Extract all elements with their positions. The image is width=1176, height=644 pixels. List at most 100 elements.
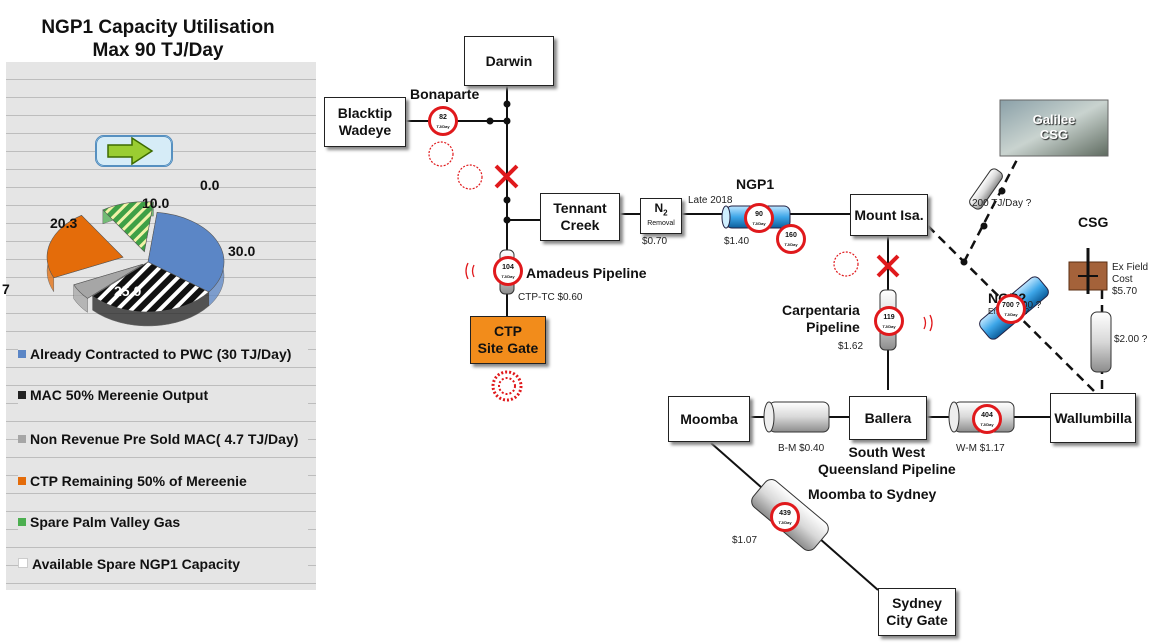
closed-x-icon xyxy=(494,164,519,189)
pie-slice-0 xyxy=(147,212,225,293)
label-n2-cost: $0.70 xyxy=(642,236,668,247)
label-wm-cost: W-M $1.17 xyxy=(956,443,1005,454)
csg-well-icon xyxy=(1068,248,1108,294)
galilee-dashed-line xyxy=(962,149,1024,263)
label-msp-cost: $1.07 xyxy=(732,535,758,546)
legend-swatch xyxy=(18,435,26,443)
capacity-unit: TJ/Day xyxy=(882,324,896,329)
legend-swatch xyxy=(18,518,26,526)
legend-swatch xyxy=(18,350,26,358)
legend-swatch xyxy=(18,558,28,568)
legend-label: Non Revenue Pre Sold MAC( 4.7 TJ/Day) xyxy=(30,431,299,447)
pie-data-label-5: 0.0 xyxy=(200,177,220,193)
label-ngp1: NGP1 xyxy=(736,176,775,192)
label-bm-cost: B-M $0.40 xyxy=(778,443,825,454)
node-mount-isa[interactable]: Mount Isa. xyxy=(850,194,928,236)
pie-data-label-0: 30.0 xyxy=(228,243,255,259)
node-blacktip-wadeye[interactable]: Blacktip Wadeye xyxy=(324,97,406,147)
panel-title-line1: NGP1 Capacity Utilisation xyxy=(41,17,275,38)
capacity-unit: TJ/Day xyxy=(501,274,515,279)
capacity-swqp-value: 404 xyxy=(981,412,993,419)
legend-item: Available Spare NGP1 Capacity xyxy=(18,556,308,573)
pie-slice-1 xyxy=(91,261,210,313)
capacity-unit: TJ/Day xyxy=(980,422,994,427)
legend-swatch xyxy=(18,477,26,485)
stamp-icons xyxy=(428,141,859,402)
node-tennant-creek[interactable]: Tennant Creek xyxy=(540,193,620,241)
pie-slice-2 xyxy=(73,263,144,299)
capacity-pie-chart: 30.0 25.0 7 20.3 10.0 0.0 xyxy=(2,135,255,327)
label-moomba-to-sydney: Moomba to Sydney xyxy=(808,486,937,502)
node-moomba[interactable]: Moomba xyxy=(668,396,750,442)
ngp2-dashed-line xyxy=(927,225,1099,396)
capacity-unit: TJ/Day xyxy=(784,242,798,247)
pie-slice-4 xyxy=(102,201,154,253)
legend-label: Spare Palm Valley Gas xyxy=(30,514,181,530)
n2-removal-label: Removal xyxy=(647,220,675,228)
pie-slice-3 xyxy=(46,214,124,279)
galilee-image xyxy=(999,99,1109,157)
legend-label: Available Spare NGP1 Capacity xyxy=(32,556,241,572)
node-ctp-site-gate[interactable]: CTP Site Gate xyxy=(470,316,546,364)
next-arrow-icon[interactable] xyxy=(95,135,173,167)
label-amadeus-pipeline: Amadeus Pipeline xyxy=(526,265,647,281)
pie-data-label-1: 25.0 xyxy=(114,283,141,299)
node-n2-removal[interactable]: N2 Removal xyxy=(640,198,682,234)
legend-swatch xyxy=(18,391,26,399)
pipe-bm xyxy=(763,401,830,433)
label-ctp-tc: CTP-TC $0.60 xyxy=(518,292,583,303)
capacity-unit: TJ/Day xyxy=(436,124,450,129)
legend-item: Already Contracted to PWC (30 TJ/Day) xyxy=(18,346,308,363)
label-bonaparte: Bonaparte xyxy=(410,86,480,102)
capacity-unit: TJ/Day xyxy=(778,520,792,525)
legend-label: CTP Remaining 50% of Mereenie xyxy=(30,473,247,489)
pie-data-label-3: 20.3 xyxy=(50,215,77,231)
node-ballera[interactable]: Ballera xyxy=(849,396,927,440)
legend-item: MAC 50% Mereenie Output xyxy=(18,387,308,404)
capacity-carpentaria-value: 119 xyxy=(883,314,895,321)
node-galilee-csg[interactable]: Galilee CSG xyxy=(1032,112,1076,142)
label-carpentaria-pipeline: Carpentaria Pipeline xyxy=(782,302,860,335)
capacity-ngp1-a-value: 90 xyxy=(755,211,763,218)
pipe-galilee xyxy=(969,168,1003,210)
pipeline-network-diagram: Darwin Blacktip Wadeye Tennant Creek N2 … xyxy=(316,0,1176,644)
label-ngp1-cost: $1.40 xyxy=(724,236,750,247)
capacity-panel: NGP1 Capacity Utilisation Max 90 TJ/Day … xyxy=(0,0,316,590)
capacity-unit: TJ/Day xyxy=(752,221,766,226)
label-carpentaria-cost: $1.62 xyxy=(838,341,864,352)
capacity-unit: TJ/Day xyxy=(1004,312,1018,317)
legend-label: Already Contracted to PWC (30 TJ/Day) xyxy=(30,346,292,362)
capacity-ngp2: 700 ? TJ/Day xyxy=(996,294,1026,324)
node-darwin[interactable]: Darwin xyxy=(464,36,554,86)
legend-item: Non Revenue Pre Sold MAC( 4.7 TJ/Day) xyxy=(18,431,308,448)
label-ex-field-cost: Ex Field Cost $5.70 xyxy=(1112,262,1149,297)
node-wallumbilla[interactable]: Wallumbilla xyxy=(1050,393,1136,443)
label-swqp: South West Queensland Pipeline xyxy=(818,444,956,477)
capacity-msp-value: 439 xyxy=(779,510,791,517)
legend-item: Spare Palm Valley Gas xyxy=(18,514,308,531)
pipe-csg xyxy=(1090,311,1112,373)
pie-data-label-2: 7 xyxy=(2,281,10,297)
n2-sub: 2 xyxy=(663,208,668,218)
label-csg: CSG xyxy=(1078,214,1109,230)
legend-label: MAC 50% Mereenie Output xyxy=(30,387,209,403)
panel-title-line2: Max 90 TJ/Day xyxy=(92,40,224,61)
capacity-ngp1-b-value: 160 xyxy=(785,232,797,239)
label-galilee-flow: 200 TJ/Day ? xyxy=(972,198,1032,209)
capacity-ngp2-value: 700 ? xyxy=(1002,302,1020,309)
label-csg-pipe-cost: $2.00 ? xyxy=(1114,334,1148,345)
capacity-amadeus-value: 104 xyxy=(502,264,514,271)
legend-item: CTP Remaining 50% of Mereenie xyxy=(18,473,308,490)
signal-brackets xyxy=(465,262,933,332)
pie-data-label-4: 10.0 xyxy=(142,195,169,211)
n2-label: N xyxy=(654,200,664,215)
node-sydney-city-gate[interactable]: Sydney City Gate xyxy=(878,588,956,636)
label-late-2018: Late 2018 xyxy=(688,195,733,206)
